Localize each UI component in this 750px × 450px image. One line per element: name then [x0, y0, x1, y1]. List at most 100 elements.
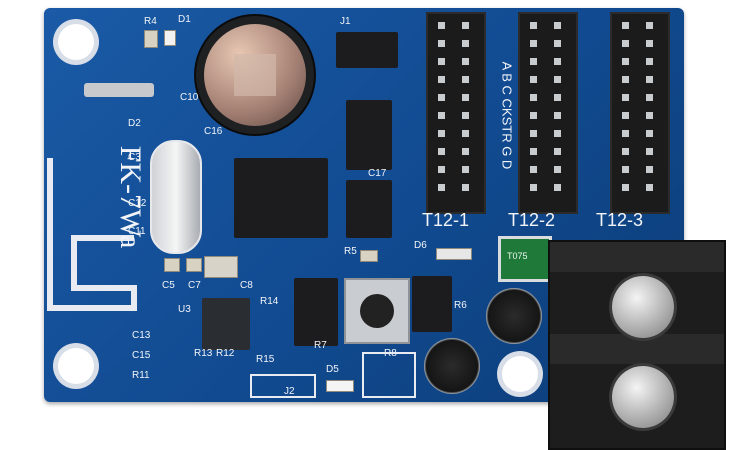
label-c11: C11: [128, 226, 146, 237]
header-label-3: T12-3: [596, 210, 644, 230]
diode-d5: [326, 380, 354, 392]
header-pin: [554, 22, 561, 29]
wifi-antenna-trace: [47, 83, 154, 311]
header-pin: [438, 22, 445, 29]
label-r14: R14: [260, 296, 279, 307]
jumper-right-pads: [362, 352, 416, 398]
header-pin: [438, 130, 445, 137]
header-pin: [462, 58, 469, 65]
inductor: T075: [498, 236, 552, 282]
label-c5: C5: [162, 280, 175, 291]
header-pin: [462, 76, 469, 83]
header-pin: [530, 40, 537, 47]
header-pin: [622, 76, 629, 83]
header-pin: [622, 22, 629, 29]
header-pin: [554, 58, 561, 65]
label-c7: C7: [188, 280, 201, 291]
header-pin: [646, 58, 653, 65]
header-pin: [530, 166, 537, 173]
header-pin: [554, 148, 561, 155]
header-pin: [530, 94, 537, 101]
label-r12: R12: [216, 348, 235, 359]
label-c8: C8: [240, 280, 253, 291]
header-pin: [438, 184, 445, 191]
label-c16: C16: [204, 126, 223, 137]
header-pin: [530, 22, 537, 29]
header-pin: [622, 94, 629, 101]
mounting-hole-bottom-left: [58, 348, 94, 384]
label-d5: D5: [326, 364, 339, 375]
wifi-module-chip: [202, 298, 250, 350]
label-d6: D6: [414, 240, 427, 251]
power-regulator: [412, 276, 452, 332]
driver-chip-1: [346, 100, 392, 170]
header-pin: [554, 76, 561, 83]
header-pin: [438, 76, 445, 83]
driver-chip-2: [346, 180, 392, 238]
header-label-1: T12-1: [422, 210, 470, 230]
header-pin: [646, 166, 653, 173]
label-c15: C15: [132, 350, 151, 361]
pcb-board: FK-7Wa T075 T12-1 T12-2 T12-3 A B C CKST…: [44, 8, 684, 402]
resistor-r5: [360, 250, 378, 262]
label-d2: D2: [128, 118, 141, 129]
header-pin: [622, 166, 629, 173]
header-pin: [622, 184, 629, 191]
label-c13: C13: [132, 330, 151, 341]
header-pin: [462, 112, 469, 119]
header-pin: [554, 94, 561, 101]
terminal-screw-1: [612, 276, 674, 338]
label-r5: R5: [344, 246, 357, 257]
jumper-j2: [250, 374, 316, 398]
header-t12-3: [610, 12, 670, 214]
label-r11: R11: [132, 370, 150, 381]
label-j1: J1: [340, 16, 351, 27]
header-pin: [554, 130, 561, 137]
header-pin: [438, 40, 445, 47]
label-r15: R15: [256, 354, 275, 365]
header-pin: [646, 148, 653, 155]
resistor-r4: [144, 30, 158, 48]
header-pin: [646, 130, 653, 137]
label-r6: R6: [454, 300, 467, 311]
header-pin: [622, 58, 629, 65]
header-pin: [530, 58, 537, 65]
capacitor-c7: [186, 258, 202, 272]
label-d1: D1: [178, 14, 191, 25]
label-j2: J2: [284, 386, 295, 397]
header-pin: [554, 184, 561, 191]
header-pin: [438, 94, 445, 101]
header-pin: [530, 76, 537, 83]
header-pin: [622, 40, 629, 47]
screw-terminal-block: [548, 240, 726, 450]
microcontroller-chip: [234, 158, 328, 238]
label-c17: C17: [368, 168, 387, 179]
header-pin: [462, 148, 469, 155]
label-r4: R4: [144, 16, 157, 27]
header-pin: [462, 166, 469, 173]
coin-cell-battery: [196, 16, 314, 134]
label-r7: R7: [314, 340, 327, 351]
header-pin: [462, 130, 469, 137]
header-pin: [530, 148, 537, 155]
header-pin: [622, 148, 629, 155]
header-pin: [438, 112, 445, 119]
label-u3: U3: [178, 304, 191, 315]
electrolytic-capacitor-2: [424, 338, 480, 394]
header-pin: [646, 22, 653, 29]
label-r13: R13: [194, 348, 213, 359]
header-label-2: T12-2: [508, 210, 556, 230]
mounting-hole-top-left: [58, 24, 94, 60]
header-pin: [438, 58, 445, 65]
mounting-hole-bottom-middle: [502, 356, 538, 392]
header-pin: [622, 112, 629, 119]
label-c10: C10: [180, 92, 199, 103]
inductor-label: T075: [507, 251, 528, 261]
header-pin: [622, 130, 629, 137]
header-pin: [530, 184, 537, 191]
header-pin: [646, 94, 653, 101]
signal-labels: A B C CKSTR G D: [499, 61, 515, 170]
header-pin: [554, 112, 561, 119]
reset-button[interactable]: [344, 278, 410, 344]
header-pin: [646, 112, 653, 119]
